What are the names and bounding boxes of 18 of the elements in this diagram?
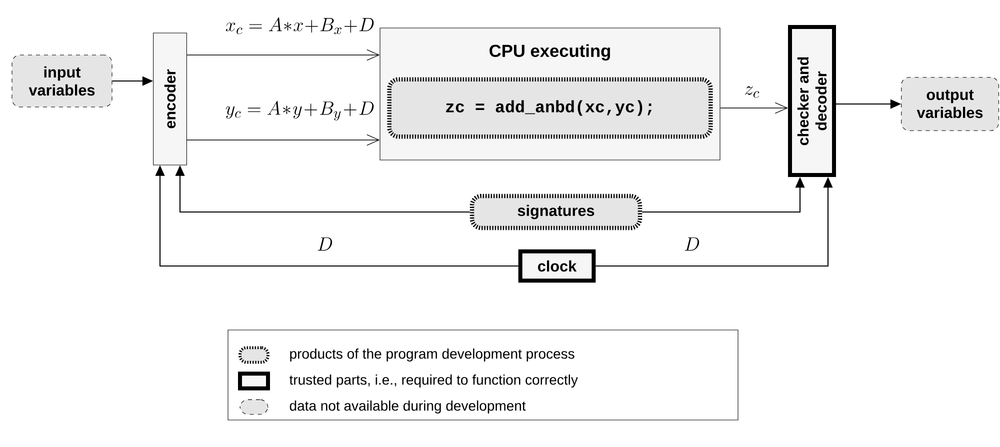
encoder-box: encoder — [153, 32, 187, 166]
arrow — [186, 134, 380, 146]
legend-text: products of the program development process — [290, 348, 574, 362]
checker-box: checker and decoder — [788, 25, 836, 177]
edge-label: $D$ — [316, 236, 334, 252]
data-box: output variables — [901, 77, 999, 131]
edge-label: $z_c$ — [742, 85, 762, 99]
legend-text: trusted parts, i.e., required to function correctly — [289, 374, 578, 388]
code-box: zc = add_anbd(xc,yc); — [387, 77, 713, 139]
signatures-box: signatures — [470, 194, 642, 230]
edge-label: $x_c = A * x + B_x + D$ — [224, 16, 376, 36]
arrow — [186, 49, 380, 61]
legend-text: data not available during development — [290, 400, 526, 414]
edge-label: $D$ — [682, 236, 702, 252]
edge-label: $y_c = A * y + B_y + D$ — [224, 100, 376, 122]
arrow — [720, 102, 788, 114]
data-box: input variables — [12, 54, 112, 108]
clock-box: clock — [518, 249, 596, 283]
